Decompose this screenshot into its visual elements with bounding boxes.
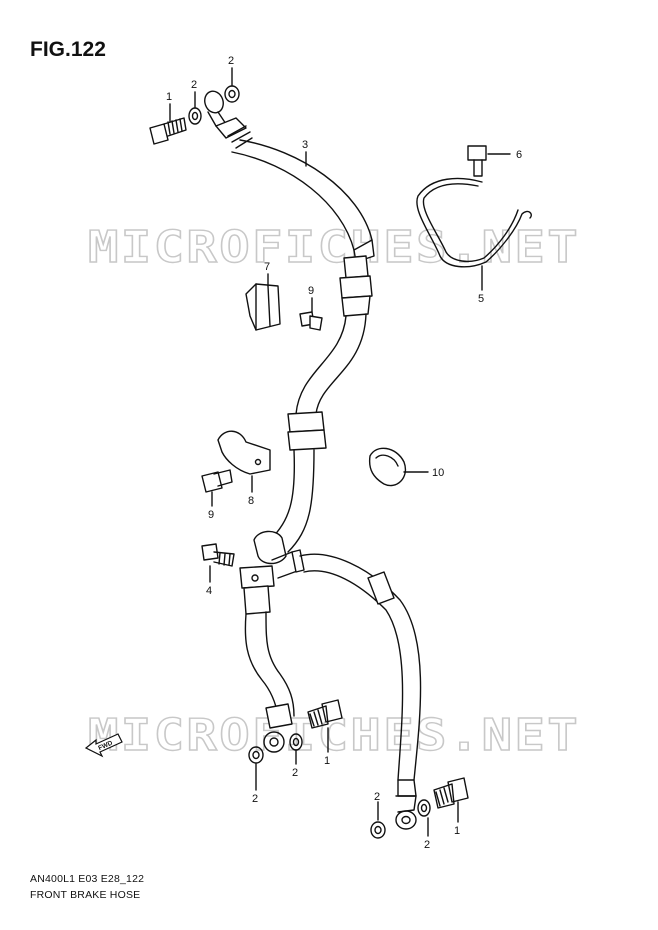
callout-8: 8	[248, 495, 254, 507]
callout-5: 5	[478, 293, 484, 305]
union-bolt-middle	[307, 699, 343, 729]
callout-3: 3	[302, 139, 308, 151]
union-bolt-bottom	[433, 777, 469, 809]
left-lower-hose	[243, 585, 295, 753]
callout-2-b: 2	[228, 55, 234, 67]
right-lower-hose	[291, 549, 422, 830]
figure-name: FRONT BRAKE HOSE	[30, 889, 141, 901]
union-bolt-top	[149, 117, 187, 145]
callout-2-f: 2	[424, 839, 430, 851]
callout-1-bottom: 1	[454, 825, 460, 837]
hose-guide-8	[217, 430, 271, 475]
clamp-wire-5	[416, 177, 532, 268]
bolt-4	[201, 543, 235, 567]
hose-guide-7	[245, 283, 281, 331]
callout-10: 10	[432, 467, 444, 479]
callout-7: 7	[264, 261, 270, 273]
washers	[188, 85, 431, 839]
middle-brake-hose	[269, 255, 373, 553]
bolt-6	[467, 145, 487, 177]
callout-2-a: 2	[191, 79, 197, 91]
callout-4: 4	[206, 585, 212, 597]
figure-title: FIG.122	[30, 38, 106, 61]
three-way-joint	[239, 530, 301, 589]
figure-code: AN400L1 E03 E28_122	[30, 873, 145, 885]
callout-2-e: 2	[374, 791, 380, 803]
bolt-9-upper	[299, 311, 323, 331]
callout-9-upper: 9	[308, 285, 314, 297]
callout-2-c: 2	[292, 767, 298, 779]
clamp-10	[368, 447, 407, 487]
bolt-9-lower	[201, 469, 233, 493]
callout-1-top: 1	[166, 91, 172, 103]
callout-9-lower: 9	[208, 509, 214, 521]
callout-2-d: 2	[252, 793, 258, 805]
callout-6: 6	[516, 149, 522, 161]
watermark-top: MICROFICHES.NET	[88, 222, 580, 273]
callout-1-middle: 1	[324, 755, 330, 767]
leader-lines	[169, 67, 511, 837]
callouts: 1 2 2 3 6 5 7 9 10 8 9 4 1 2 2 2 2 1	[166, 55, 522, 851]
